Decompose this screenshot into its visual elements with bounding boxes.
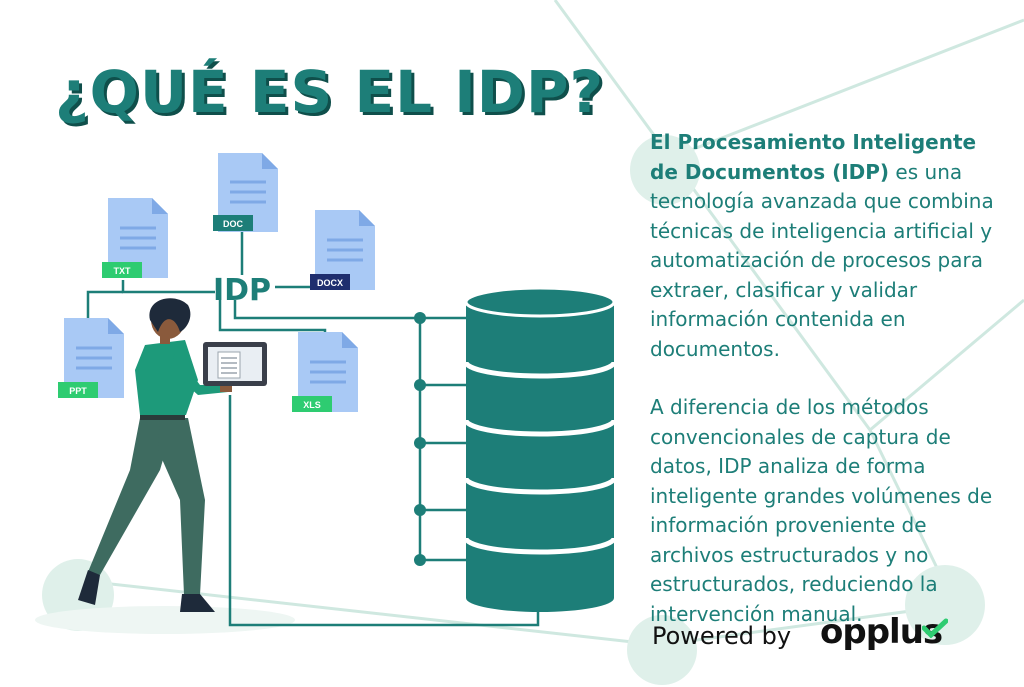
document-doc: DOC xyxy=(213,153,278,232)
page-title: ¿QUÉ ES EL IDP? xyxy=(55,58,605,126)
powered-by-label: Powered by xyxy=(652,622,792,650)
connector-lines xyxy=(86,232,540,627)
laptop-icon xyxy=(203,342,267,386)
ppt-tag-label: PPT xyxy=(69,386,87,396)
document-docx: DOCX xyxy=(310,210,375,290)
xls-tag-label: XLS xyxy=(303,400,321,410)
docx-tag xyxy=(310,274,350,290)
paragraph-1-bold: El Procesamiento Inteligente de Document… xyxy=(650,130,977,184)
connector-nodes xyxy=(414,312,426,566)
document-xls: XLS xyxy=(292,332,358,412)
xls-tag xyxy=(292,396,332,412)
database-icon xyxy=(463,286,617,612)
person-illustration xyxy=(78,298,232,612)
paragraph-2: A diferencia de los métodos convencional… xyxy=(650,395,993,626)
document-ppt: PPT xyxy=(58,318,124,398)
txt-tag xyxy=(102,262,142,278)
idp-hub-label: IDP xyxy=(213,273,271,308)
checkmark-icon xyxy=(922,618,948,638)
paragraph-1-rest: es una tecnología avanzada que combina t… xyxy=(650,159,994,361)
paragraph-1: El Procesamiento Inteligente de Document… xyxy=(650,128,995,364)
document-txt: TXT xyxy=(102,198,168,278)
doc-tag-label: DOC xyxy=(223,219,244,229)
description: El Procesamiento Inteligente de Document… xyxy=(650,128,995,629)
txt-tag-label: TXT xyxy=(114,266,132,276)
doc-tag xyxy=(213,215,253,231)
brand-logo-text: opplus xyxy=(820,612,943,652)
ppt-tag xyxy=(58,382,98,398)
docx-tag-label: DOCX xyxy=(317,278,343,288)
